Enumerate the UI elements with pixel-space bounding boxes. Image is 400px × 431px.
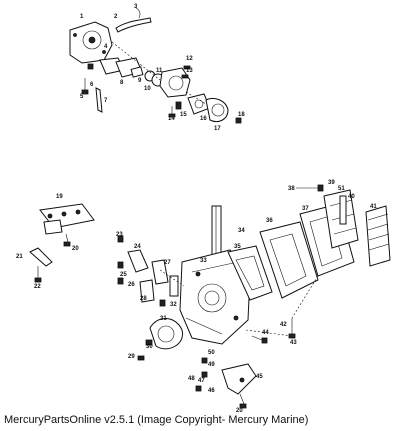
callout-34: 34 — [238, 228, 245, 234]
callout-10: 10 — [144, 86, 151, 92]
callout-49: 49 — [208, 362, 215, 368]
reed-valve-assembly — [259, 184, 391, 339]
callout-27: 27 — [164, 260, 171, 266]
callout-18: 18 — [238, 112, 245, 118]
callout-48: 48 — [188, 376, 195, 382]
callout-19: 19 — [56, 194, 63, 200]
callout-16: 16 — [200, 116, 207, 122]
callout-45: 45 — [256, 374, 263, 380]
callout-7: 7 — [104, 98, 108, 104]
callout-17: 17 — [214, 126, 221, 132]
callout-26: 26 — [128, 282, 135, 288]
callout-14: 14 — [168, 116, 175, 122]
callout-2: 2 — [114, 14, 118, 20]
callout-47: 47 — [198, 378, 205, 384]
callout-13: 13 — [186, 68, 193, 74]
callout-12: 12 — [186, 56, 193, 62]
fuel-pump-assembly — [69, 7, 242, 124]
callout-4: 4 — [104, 44, 108, 50]
callout-25: 25 — [120, 272, 127, 278]
callout-46: 46 — [208, 388, 215, 394]
callout-11: 11 — [156, 68, 163, 74]
callout-33: 33 — [200, 258, 207, 264]
callout-44: 44 — [262, 330, 269, 336]
callout-9: 9 — [138, 78, 142, 84]
carburetor-adapter-assembly — [117, 205, 293, 409]
callout-32: 32 — [170, 302, 177, 308]
callout-15: 15 — [180, 112, 187, 118]
callout-42: 42 — [280, 322, 287, 328]
callout-22: 22 — [34, 284, 41, 290]
callout-50: 50 — [208, 350, 215, 356]
callout-8: 8 — [120, 80, 124, 86]
throttle-bracket-assembly — [29, 203, 95, 283]
callout-28: 28 — [140, 296, 147, 302]
callout-5: 5 — [80, 94, 84, 100]
callout-31: 31 — [160, 316, 167, 322]
callout-39: 39 — [328, 180, 335, 186]
callout-40: 40 — [348, 194, 355, 200]
callout-43: 43 — [290, 340, 297, 346]
callout-35: 35 — [234, 244, 241, 250]
callout-30: 30 — [146, 344, 153, 350]
callout-6: 6 — [90, 82, 94, 88]
callout-24: 24 — [134, 244, 141, 250]
callout-38: 38 — [288, 186, 295, 192]
callout-20b: 20 — [236, 408, 243, 414]
callout-labels: 1 2 3 4 5 6 7 8 9 10 11 12 13 14 15 16 1… — [16, 4, 377, 414]
callout-29: 29 — [128, 354, 135, 360]
callout-36: 36 — [266, 218, 273, 224]
callout-3: 3 — [134, 4, 138, 10]
callout-23: 23 — [116, 232, 123, 238]
copyright-caption: MercuryPartsOnline v2.5.1 (Image Copyrig… — [4, 414, 309, 426]
callout-51: 51 — [338, 186, 345, 192]
callout-20: 20 — [72, 246, 79, 252]
callout-41: 41 — [370, 204, 377, 210]
callout-21: 21 — [16, 254, 23, 260]
callout-1: 1 — [80, 14, 84, 20]
callout-37: 37 — [302, 206, 309, 212]
